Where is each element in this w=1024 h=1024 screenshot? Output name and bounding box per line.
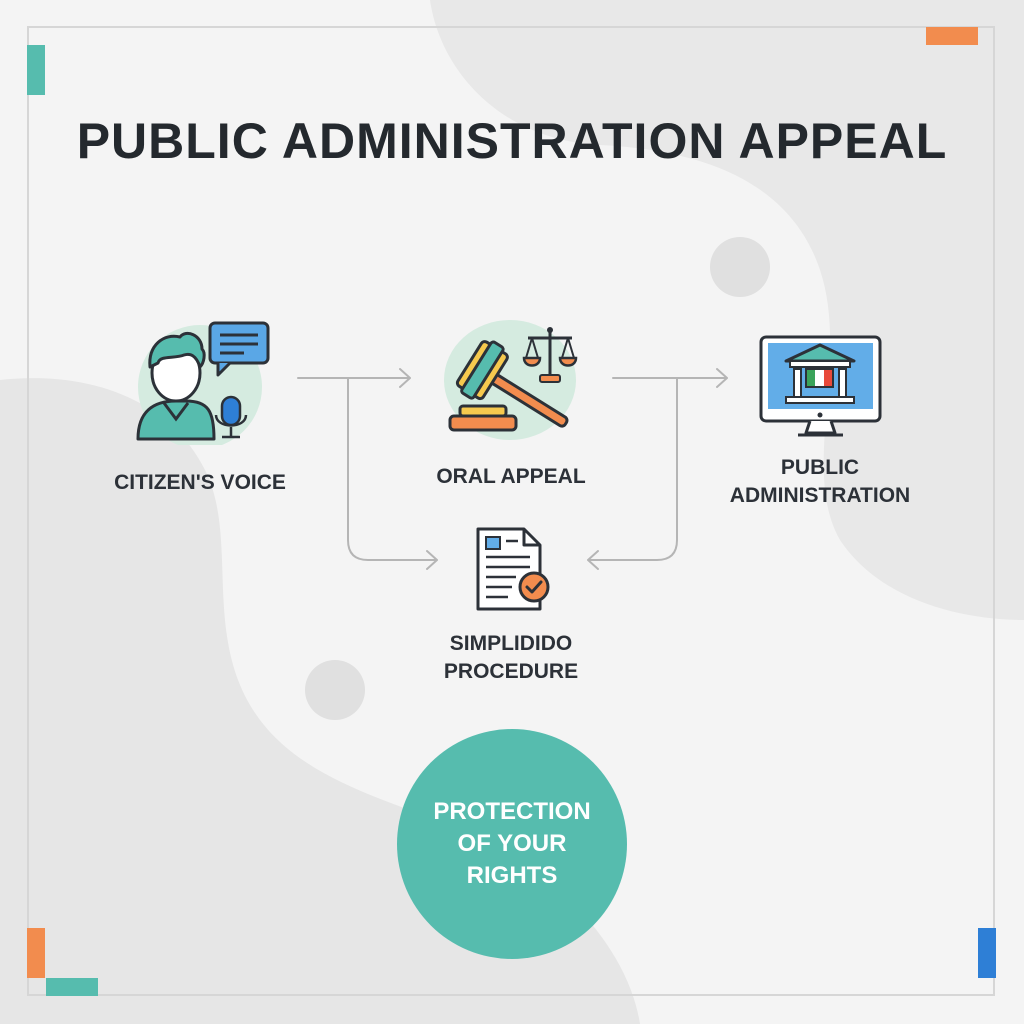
document-check-icon xyxy=(476,527,550,611)
protection-rights-circle: PROTECTION OF YOUR RIGHTS xyxy=(397,729,627,959)
accent-bottom-right xyxy=(978,928,996,978)
page-title: PUBLIC ADMINISTRATION APPEAL xyxy=(76,113,948,169)
arrow-citizen-to-procedure xyxy=(347,377,438,570)
protection-rights-line2: OF YOUR RIGHTS xyxy=(457,830,567,889)
accent-bottom-left-orange xyxy=(27,928,45,978)
accent-top-left xyxy=(27,45,45,95)
procedure-label-line2: PROCEDURE xyxy=(443,660,579,683)
protection-rights-text: PROTECTION OF YOUR RIGHTS xyxy=(412,796,612,892)
government-building-monitor-icon xyxy=(759,335,882,437)
accent-bottom-left-teal xyxy=(46,978,98,996)
accent-top-right xyxy=(926,27,978,45)
background-blob-top-right xyxy=(430,0,1024,620)
citizen-speaking-icon xyxy=(136,321,270,445)
content-frame xyxy=(27,26,995,996)
arrow-citizen-to-oral xyxy=(297,368,411,388)
oral-appeal-label: ORAL APPEAL xyxy=(436,465,586,488)
protection-rights-line1: PROTECTION xyxy=(433,798,591,825)
background-dot-lower xyxy=(305,660,365,720)
citizen-voice-label: CITIZEN'S VOICE xyxy=(114,471,286,494)
public-administration-label-line2: ADMINISTRATION xyxy=(729,484,911,507)
procedure-label: SIMPLIDIDO PROCEDURE xyxy=(400,630,622,686)
gavel-scales-icon xyxy=(444,320,578,440)
background-dot-upper xyxy=(710,237,770,297)
arrow-oral-to-admin xyxy=(612,368,728,388)
procedure-label-line1: SIMPLIDIDO xyxy=(449,632,573,655)
arrow-admin-to-procedure xyxy=(587,377,678,570)
public-administration-label: PUBLIC ADMINISTRATION xyxy=(700,454,940,510)
public-administration-label-line1: PUBLIC xyxy=(780,456,860,479)
